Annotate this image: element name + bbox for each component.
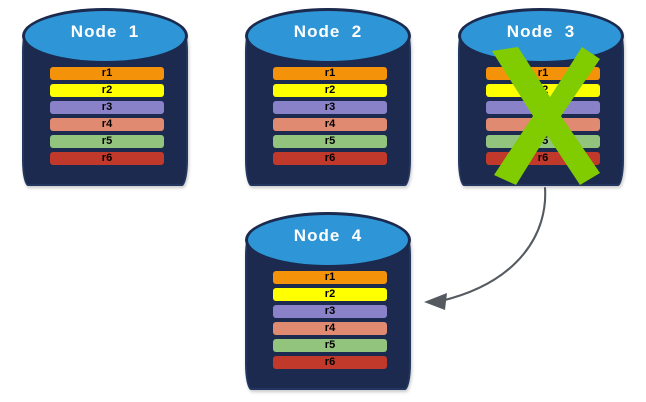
node-2-row-r1[interactable]: r1 (273, 67, 387, 80)
connector-curve (439, 186, 547, 303)
node-4-row-r4[interactable]: r4 (273, 322, 387, 335)
node-1-row-r2[interactable]: r2 (50, 84, 164, 97)
node-4-rows: r1 r2 r3 r4 r5 r6 (273, 271, 387, 369)
node-4-row-r1[interactable]: r1 (273, 271, 387, 284)
node-3-row-r2[interactable]: r2 (486, 84, 600, 97)
connector-arrowhead (424, 293, 447, 310)
node-3-rows: r1 r2 r3 r4 r5 r6 (486, 67, 600, 165)
node-1-title: Node 1 (70, 22, 140, 41)
node-1-rows: r1 r2 r3 r4 r5 r6 (50, 67, 164, 165)
node-4[interactable]: Node 4 r1 r2 r3 r4 r5 r6 (245, 212, 411, 390)
node-1-row-r4[interactable]: r4 (50, 118, 164, 131)
node-4-row-r2[interactable]: r2 (273, 288, 387, 301)
node-1-row-r3[interactable]: r3 (50, 101, 164, 114)
node-1-row-r6[interactable]: r6 (50, 152, 164, 165)
node-3-row-r1[interactable]: r1 (486, 67, 600, 80)
node-1[interactable]: Node 1 r1 r2 r3 r4 r5 r6 (22, 8, 188, 186)
node-3[interactable]: Node 3 r1 r2 r3 r4 r5 r6 (458, 8, 624, 186)
node-2-cylinder-top (245, 8, 411, 64)
node-1-row-r1[interactable]: r1 (50, 67, 164, 80)
node-4-title: Node 4 (293, 226, 363, 245)
node-1-row-r5[interactable]: r5 (50, 135, 164, 148)
node-2-row-r2[interactable]: r2 (273, 84, 387, 97)
node-3-title: Node 3 (506, 22, 576, 41)
node-2-rows: r1 r2 r3 r4 r5 r6 (273, 67, 387, 165)
node-2[interactable]: Node 2 r1 r2 r3 r4 r5 r6 (245, 8, 411, 186)
node-4-row-r3[interactable]: r3 (273, 305, 387, 318)
node-4-cylinder-top (245, 212, 411, 268)
node-4-row-r5[interactable]: r5 (273, 339, 387, 352)
node-2-title: Node 2 (293, 22, 363, 41)
node-3-row-r4[interactable]: r4 (486, 118, 600, 131)
node-3-row-r3[interactable]: r3 (486, 101, 600, 114)
node-2-row-r4[interactable]: r4 (273, 118, 387, 131)
node-3-row-r6[interactable]: r6 (486, 152, 600, 165)
node-2-row-r3[interactable]: r3 (273, 101, 387, 114)
node-2-row-r6[interactable]: r6 (273, 152, 387, 165)
node-3-row-r5[interactable]: r5 (486, 135, 600, 148)
node-1-cylinder-top (22, 8, 188, 64)
node-4-row-r6[interactable]: r6 (273, 356, 387, 369)
node-2-row-r5[interactable]: r5 (273, 135, 387, 148)
